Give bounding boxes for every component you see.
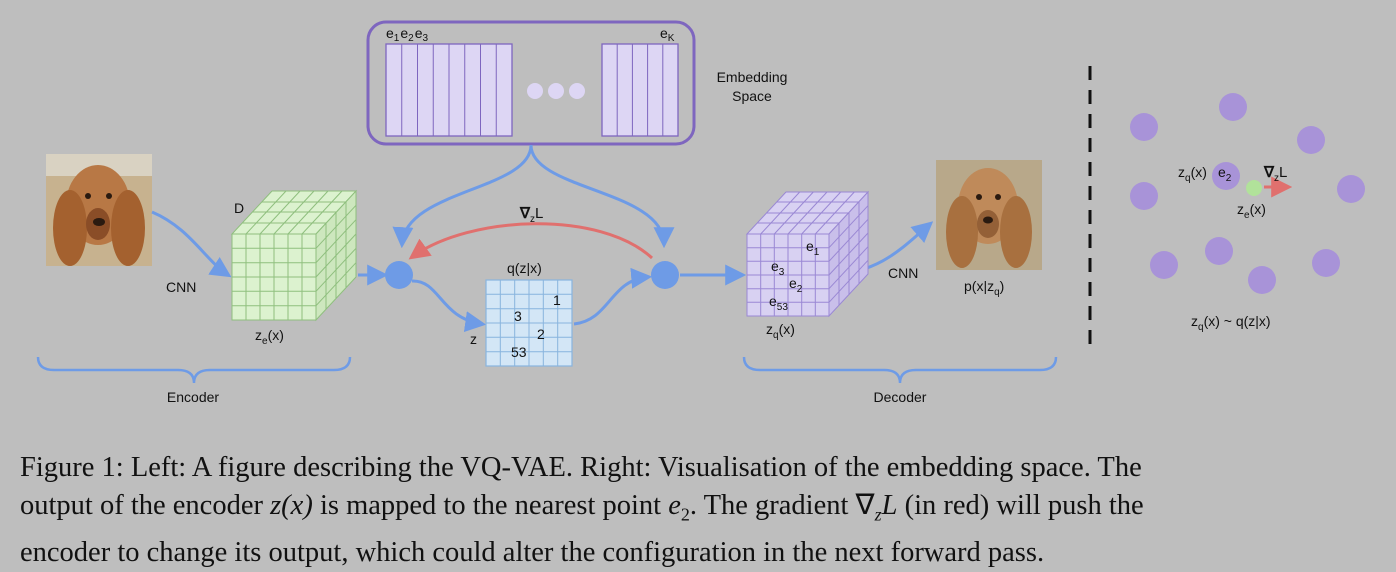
embedding-point — [1312, 249, 1340, 277]
right-distribution-label: zq(x) ~ q(z|x) — [1191, 313, 1271, 333]
embedding-point — [1130, 113, 1158, 141]
figure-caption: Figure 1: Left: A figure describing the … — [20, 449, 1382, 572]
right-ze-label: ze(x) — [1237, 201, 1266, 221]
quantize-node-right — [651, 261, 679, 289]
pxzq-label: p(x|zq) — [964, 278, 1004, 298]
diagram-canvas: e1e2e3 eK Embedding Space — [36, 20, 1365, 405]
qzx-grid — [485, 279, 573, 367]
grid-z-label: z — [470, 331, 477, 347]
encoder-cnn-label: CNN — [166, 279, 196, 295]
zq-label: zq(x) — [766, 321, 795, 341]
decoder-e53-label: e53 — [769, 293, 788, 313]
embedding-labels-e1-e3: e1e2e3 — [386, 25, 429, 44]
embedding-vectors-left — [385, 43, 513, 137]
caption-line-3: encoder to change its output, which coul… — [20, 536, 1045, 568]
embedding-points — [1130, 93, 1365, 294]
decoder-e1-label: e1 — [806, 238, 820, 258]
gradient-label: ∇zL — [519, 205, 543, 225]
input-dog-image — [46, 154, 152, 266]
arrow-embed-to-left-node — [392, 144, 533, 249]
decoder-e2-label: e2 — [789, 275, 803, 295]
arrow-input-to-encoder — [151, 210, 232, 278]
grid-cell-1: 1 — [553, 292, 561, 308]
embedding-point — [1219, 93, 1247, 121]
grid-cell-53: 53 — [511, 344, 527, 360]
embedding-space-box: e1e2e3 eK — [366, 20, 696, 146]
qzx-title: q(z|x) — [507, 260, 542, 276]
embedding-point-e2 — [1212, 162, 1240, 190]
grid-cell-2: 2 — [537, 326, 545, 342]
embedding-label-ek: eK — [660, 25, 675, 44]
embedding-point — [1297, 126, 1325, 154]
depth-label: D — [234, 200, 244, 216]
arrow-embed-to-right-node — [529, 144, 675, 249]
caption-line-2: output of the encoder z(x) is mapped to … — [20, 490, 1144, 525]
ze-point — [1246, 180, 1262, 196]
gradient-arrow — [408, 222, 654, 260]
encoder-label: Encoder — [167, 389, 219, 405]
encoder-brace — [36, 356, 352, 384]
encoder-cube — [230, 189, 358, 322]
embedding-space-title-2: Space — [732, 88, 772, 104]
embedding-point — [1205, 237, 1233, 265]
embedding-point — [1248, 266, 1276, 294]
decoder-cube — [745, 190, 870, 318]
arrow-node-to-grid — [411, 279, 487, 333]
embedding-point — [1337, 175, 1365, 203]
embedding-space-title-1: Embedding — [717, 69, 788, 85]
caption-line-1: Figure 1: Left: A figure describing the … — [20, 452, 1142, 483]
decoder-e3-label: e3 — [771, 258, 785, 278]
right-gradient-label: ∇zL — [1263, 164, 1287, 184]
decoder-brace — [742, 356, 1058, 384]
flow-arrows — [151, 144, 934, 333]
embedding-point — [1130, 182, 1158, 210]
decoder-cnn-label: CNN — [888, 265, 918, 281]
output-dog-image — [936, 160, 1042, 270]
quantize-node-left — [385, 261, 413, 289]
right-e2-label: e2 — [1218, 164, 1232, 184]
decoder-label: Decoder — [874, 389, 927, 405]
grid-cell-3: 3 — [514, 308, 522, 324]
embedding-point — [1150, 251, 1178, 279]
ellipsis-dots — [527, 83, 585, 99]
right-zq-label: zq(x) — [1178, 164, 1207, 184]
embedding-vectors-right — [601, 43, 679, 137]
arrow-grid-to-node — [573, 267, 653, 326]
ze-label: ze(x) — [255, 327, 284, 347]
